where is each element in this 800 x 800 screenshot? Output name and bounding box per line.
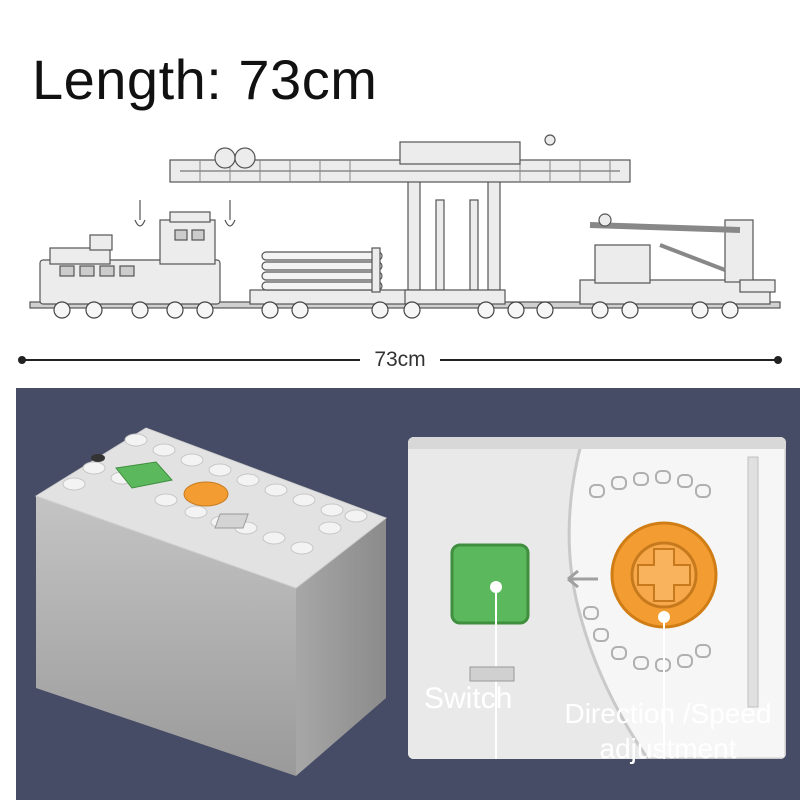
top-section: Length: 73cm bbox=[0, 0, 800, 388]
direction-speed-label-line2: adjustment bbox=[599, 733, 737, 764]
length-title-prefix: Length: bbox=[32, 48, 223, 111]
closeup-panel bbox=[408, 437, 786, 759]
train-drawing bbox=[29, 134, 781, 319]
length-title: Length: 73cm bbox=[32, 52, 377, 108]
battery-box-illustration bbox=[34, 427, 388, 776]
closeup-illustration bbox=[408, 437, 786, 759]
dimension-label: 73cm bbox=[360, 348, 440, 372]
direction-speed-label-line1: Direction /Speed bbox=[564, 698, 772, 729]
switch-label: Switch bbox=[424, 682, 513, 715]
direction-speed-label: Direction /Speed adjustment bbox=[548, 696, 788, 766]
length-title-value: 73cm bbox=[238, 48, 378, 111]
product-panel bbox=[16, 388, 800, 800]
